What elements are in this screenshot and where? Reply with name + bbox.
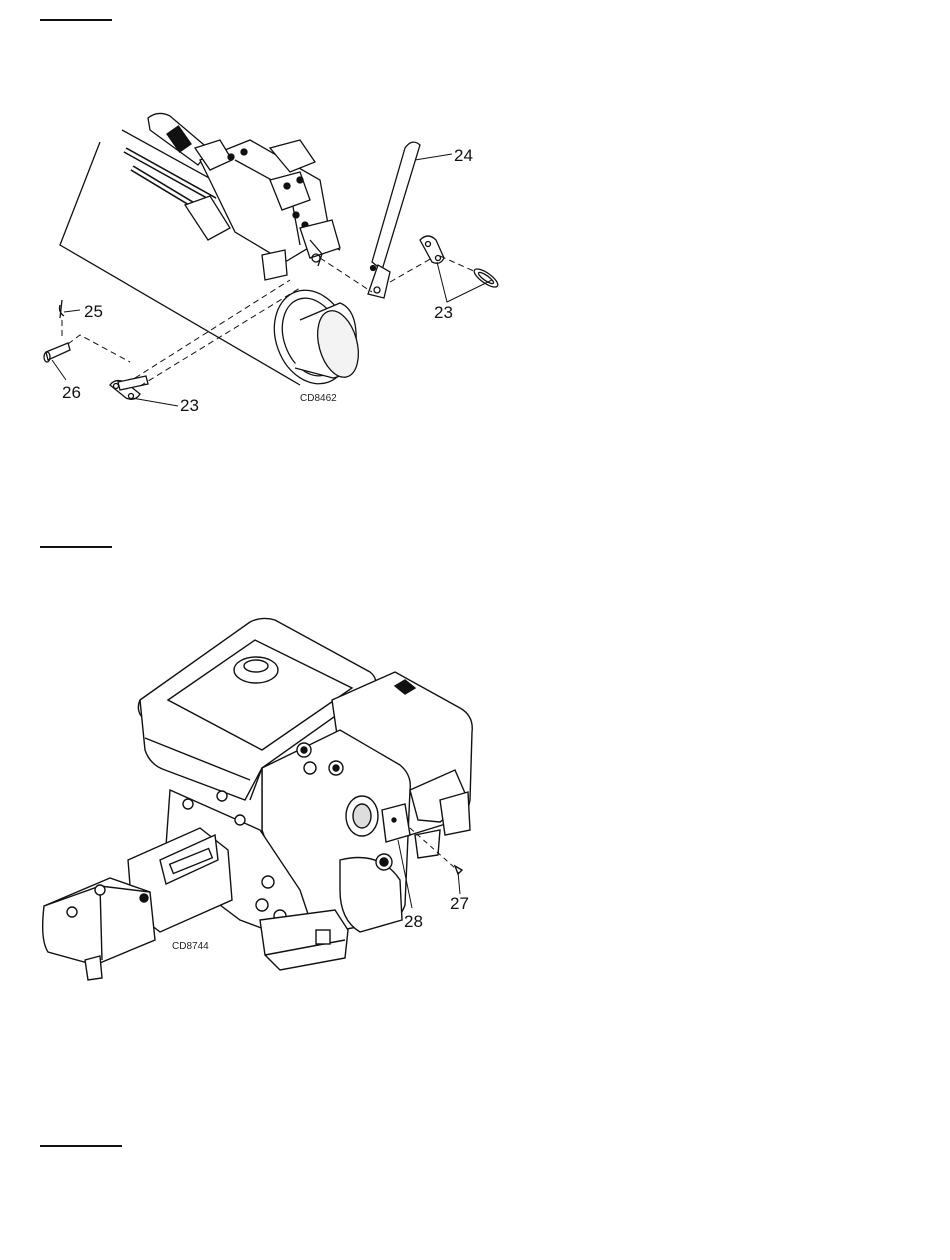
- section-rule-bottom: [40, 1145, 122, 1147]
- valve-assembly-illustration: [0, 0, 950, 460]
- engine-illustration: [0, 560, 950, 1000]
- section-rule-middle: [40, 546, 112, 548]
- callout-23-bottom: 23: [180, 396, 199, 416]
- callout-24: 24: [454, 146, 473, 166]
- callout-25: 25: [84, 302, 103, 322]
- callout-26: 26: [62, 383, 81, 403]
- figure-engine-pump-assembly: 27 28 CD8744: [0, 560, 950, 1000]
- figure-code: CD8744: [172, 941, 209, 952]
- callout-27: 27: [450, 894, 469, 914]
- callout-23-right: 23: [434, 303, 453, 323]
- figure-valve-lever-assembly: 24 25 23 26 23 CD8462: [0, 0, 950, 460]
- figure-code: CD8462: [300, 393, 337, 404]
- callout-28: 28: [404, 912, 423, 932]
